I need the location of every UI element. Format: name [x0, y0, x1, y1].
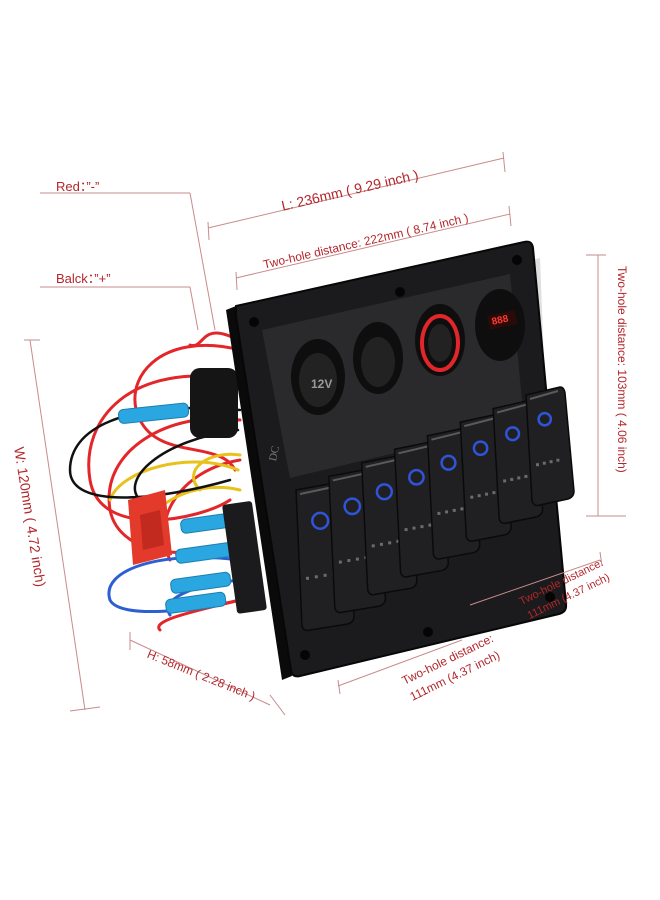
rocker-highlight — [496, 403, 527, 414]
blue-led-icon — [408, 468, 425, 486]
rocker-dot — [420, 525, 424, 529]
rocker-highlight — [431, 430, 464, 441]
rocker-dot — [314, 575, 318, 579]
rocker-dot — [347, 559, 351, 563]
two-hole-right-label: Two-hole distance: 103mm ( 4.06 inch) — [615, 266, 629, 473]
blue-led-icon — [505, 426, 521, 442]
rocker-dot — [492, 491, 496, 495]
blue-led-icon — [343, 497, 362, 516]
rocker-dot — [412, 526, 416, 530]
rocker-dot — [460, 507, 464, 511]
rocker-dot — [371, 544, 375, 548]
rocker-dot — [428, 523, 432, 527]
rocker-dot — [404, 528, 408, 532]
blue-led-icon — [311, 511, 330, 530]
rocker-dot — [524, 474, 528, 478]
rear-switch-housings — [222, 501, 267, 614]
blue-led-icon — [440, 454, 457, 471]
rocker-highlight — [529, 390, 559, 400]
socket-12v — [291, 339, 345, 415]
rocker-highlight — [398, 444, 433, 455]
rocker-dot — [503, 479, 507, 483]
rocker-dot — [437, 511, 441, 515]
rocker-dot — [338, 560, 342, 564]
inline-fuse-holder — [128, 490, 172, 565]
socket-voltage-label: 12V — [311, 377, 333, 391]
rocker-dot — [396, 539, 400, 543]
rocker-dot — [536, 463, 539, 467]
rocker-dot — [549, 460, 553, 464]
rocker-switches — [295, 386, 575, 632]
rocker-dot — [355, 557, 359, 561]
blue-led-icon — [537, 411, 553, 427]
rocker-dot — [445, 510, 449, 514]
black-wire-label: Balck：”+” — [56, 271, 111, 286]
rocker-dot — [452, 508, 456, 512]
rocker-dot — [510, 477, 514, 481]
socket-barrel — [190, 368, 238, 438]
blue-led-icon — [472, 440, 489, 457]
socket-usb — [415, 304, 465, 376]
mounting-holes — [249, 255, 555, 660]
rocker-dot — [477, 494, 481, 498]
rocker-dot — [306, 576, 309, 580]
rocker-dot — [379, 542, 383, 546]
rocker-dot — [485, 492, 489, 496]
red-wire-label: Red：”-” — [56, 179, 100, 194]
panel-edge — [226, 306, 292, 680]
rocker-dot — [517, 476, 521, 480]
rocker-dot — [323, 573, 327, 577]
blue-led-icon — [375, 483, 393, 501]
rocker-dot — [388, 541, 392, 545]
rocker-switch — [525, 386, 575, 507]
rocker-dot — [542, 461, 546, 465]
socket-cigarette — [353, 322, 403, 394]
rocker-highlight — [464, 417, 496, 428]
rocker-dot — [470, 495, 474, 499]
voltmeter — [475, 289, 525, 361]
rocker-dot — [556, 458, 560, 462]
